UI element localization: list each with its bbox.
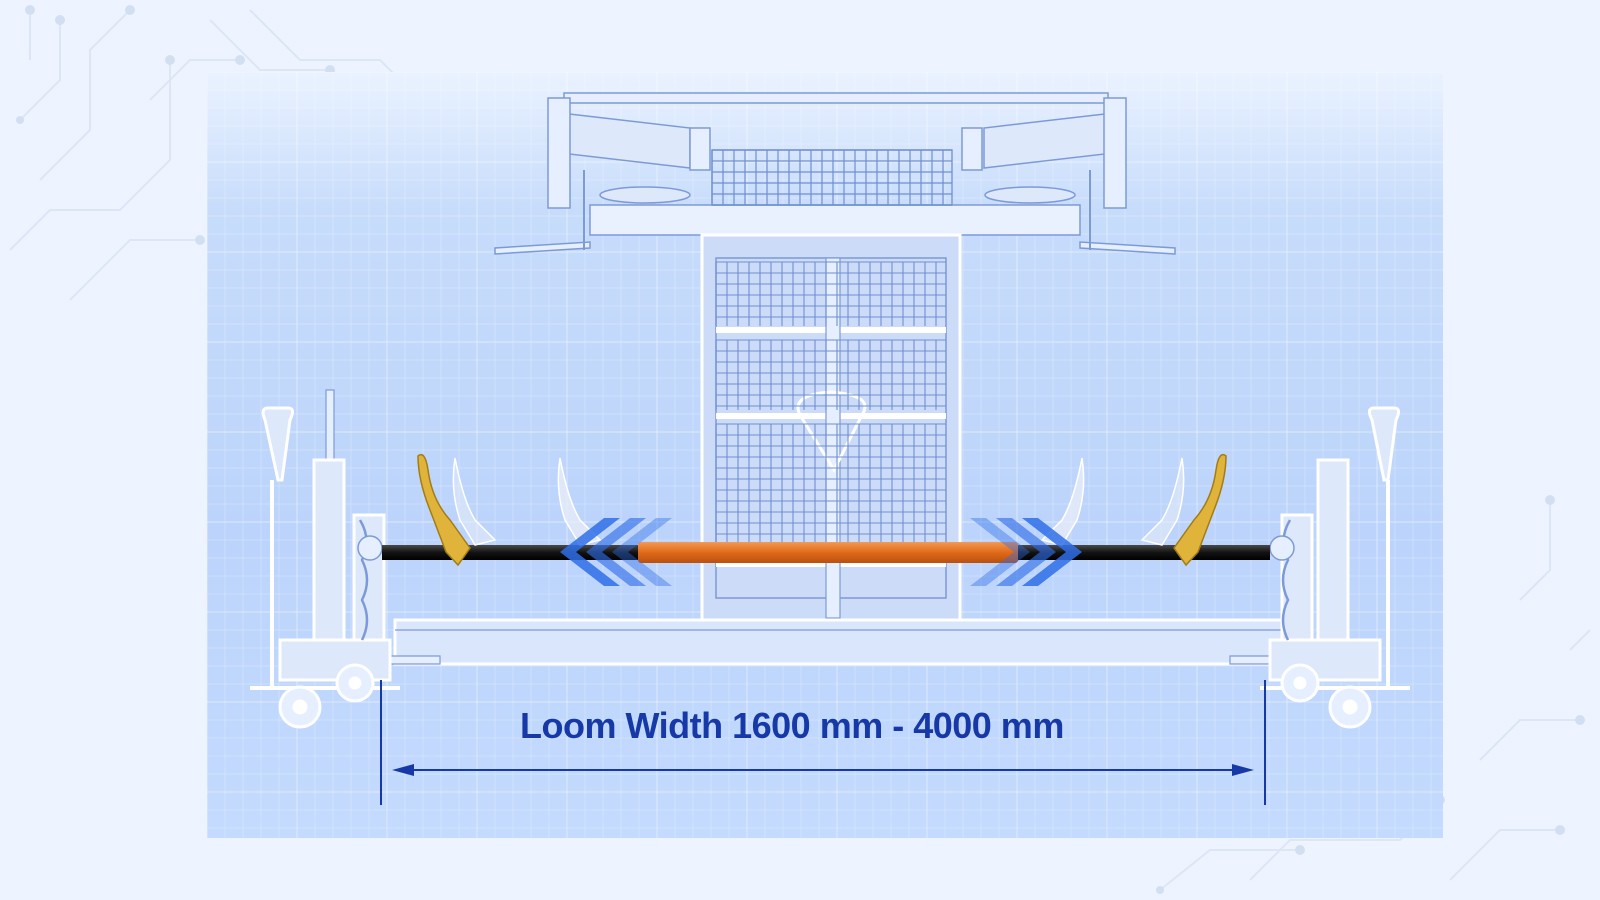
base-frame xyxy=(377,618,1297,666)
chevron-shape xyxy=(1022,518,1082,586)
caster-wheel-icon xyxy=(1280,663,1372,729)
chevron-shape xyxy=(996,518,1056,586)
mesh-panel-top xyxy=(711,149,952,206)
right-side-unit xyxy=(1260,406,1410,690)
beam-bar-orange xyxy=(638,542,1018,563)
top-gantry xyxy=(494,92,1176,255)
clamp-left xyxy=(417,453,471,567)
left-side-unit xyxy=(250,389,400,690)
blueprint-panel xyxy=(207,72,1443,838)
loom-width-label: Loom Width 1600 mm - 4000 mm xyxy=(520,705,1064,746)
double-chevron-arrow-icon xyxy=(560,518,672,586)
clamp-right xyxy=(1173,453,1227,567)
ghost-clamps xyxy=(452,457,1185,546)
beam-bar xyxy=(382,542,1270,563)
chevron-shape xyxy=(586,518,646,586)
chevron-shape xyxy=(560,518,620,586)
double-chevron-arrow-icon xyxy=(970,518,1082,586)
chevron-shape xyxy=(612,518,672,586)
dimension-line xyxy=(380,680,1266,805)
caster-wheel-icon xyxy=(278,663,375,729)
central-tower xyxy=(700,233,962,660)
chevron-shape xyxy=(970,518,1030,586)
